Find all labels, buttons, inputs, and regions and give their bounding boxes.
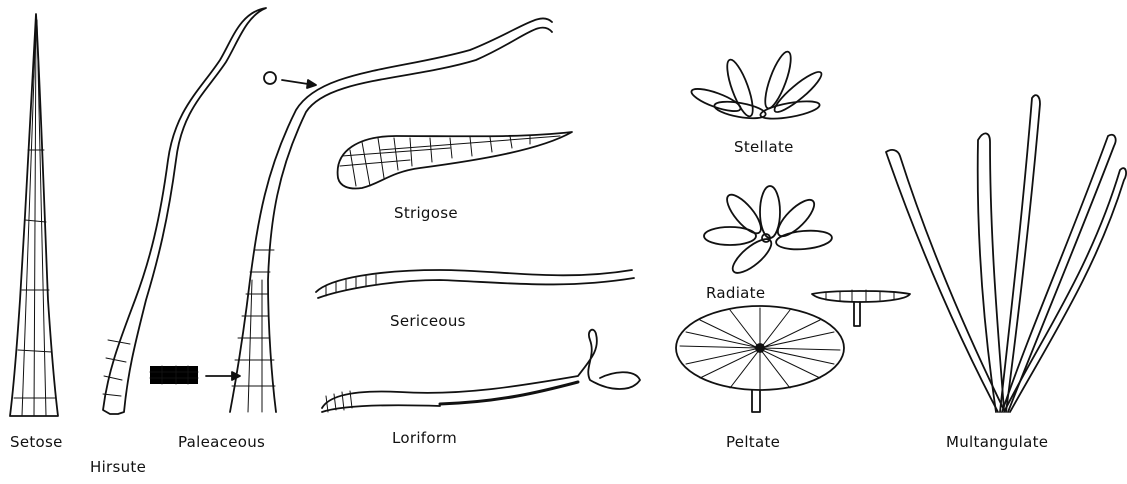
label-radiate: Radiate [706, 284, 765, 302]
strigose-drawing [338, 132, 572, 189]
radiate-drawing [704, 186, 833, 278]
paleaceous-drawing [150, 18, 552, 412]
sericeous-drawing [316, 270, 634, 298]
label-hirsute: Hirsute [90, 458, 146, 476]
label-loriform: Loriform [392, 429, 457, 447]
setose-drawing [10, 14, 58, 416]
label-setose: Setose [10, 433, 63, 451]
label-peltate: Peltate [726, 433, 780, 451]
peltate-side-drawing [812, 290, 910, 326]
label-sericeous: Sericeous [390, 312, 466, 330]
stellate-drawing [689, 49, 825, 122]
peltate-drawing [676, 306, 844, 412]
label-strigose: Strigose [394, 204, 458, 222]
multangulate-drawing [886, 95, 1126, 412]
hirsute-drawing [103, 8, 266, 414]
loriform-drawing [322, 330, 640, 412]
label-stellate: Stellate [734, 138, 794, 156]
label-multangulate: Multangulate [946, 433, 1048, 451]
label-paleaceous: Paleaceous [178, 433, 265, 451]
